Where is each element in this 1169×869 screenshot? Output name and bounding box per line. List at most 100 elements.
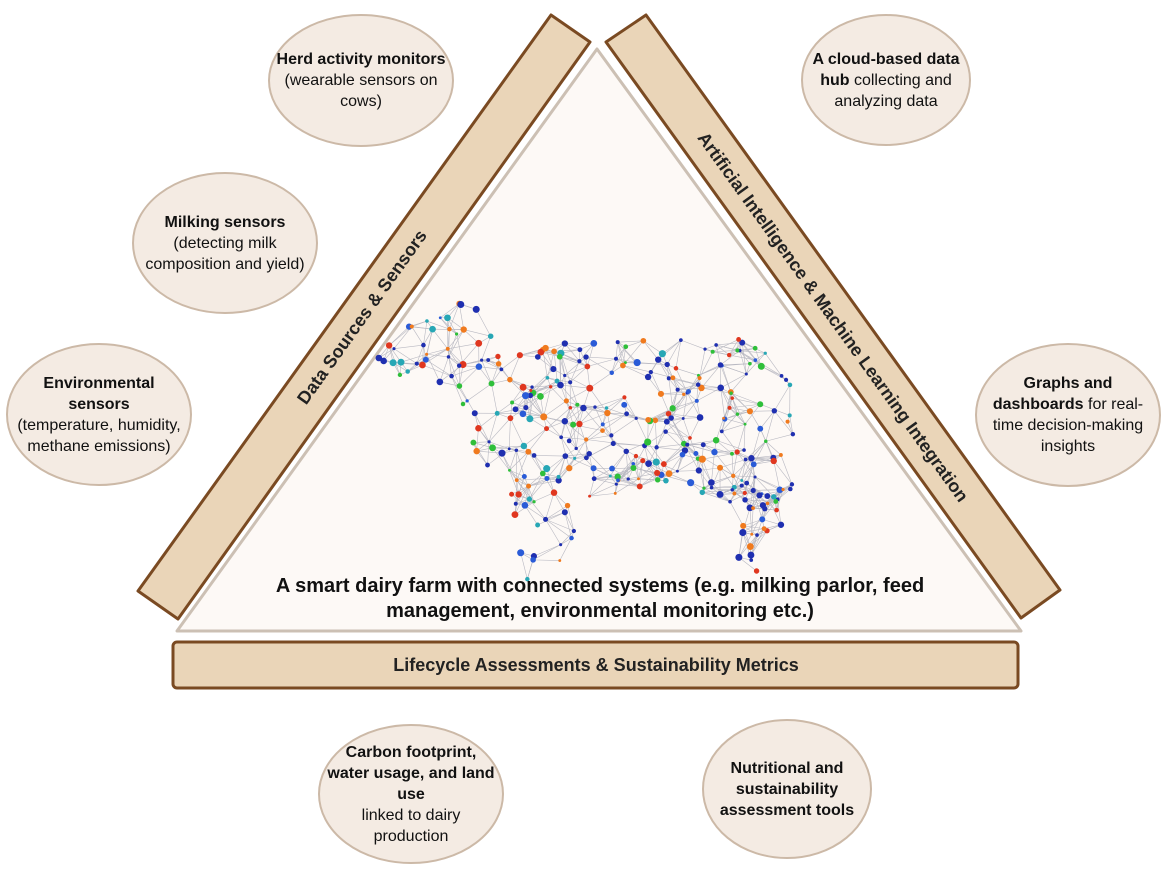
network-edge: [656, 431, 666, 448]
network-edge: [617, 463, 634, 477]
network-edge: [400, 353, 427, 363]
network-edge: [543, 416, 574, 425]
network-edge: [448, 333, 457, 358]
network-node: [735, 553, 743, 561]
network-edge: [393, 344, 424, 349]
network-node: [526, 483, 532, 489]
network-node: [556, 474, 561, 479]
network-node: [731, 473, 736, 478]
network-edge: [542, 473, 555, 493]
network-node: [765, 501, 770, 506]
network-node: [750, 461, 757, 468]
network-node: [486, 358, 491, 362]
network-edge: [754, 476, 774, 498]
network-node: [750, 487, 756, 494]
network-edge: [687, 392, 697, 402]
network-edge: [529, 478, 548, 500]
network-node: [739, 339, 746, 346]
network-edge: [393, 326, 412, 349]
network-edge: [657, 359, 670, 379]
network-node: [604, 406, 609, 410]
network-node: [654, 469, 661, 477]
cow-network-nodes: [375, 300, 796, 582]
network-edge: [729, 354, 756, 361]
network-node: [544, 426, 550, 432]
network-node: [616, 478, 620, 483]
network-edge: [516, 478, 547, 481]
network-edge: [759, 488, 791, 496]
network-edge: [587, 343, 595, 367]
network-edge: [650, 371, 662, 395]
network-edge: [715, 440, 733, 455]
network-node: [460, 326, 467, 333]
network-node: [789, 482, 795, 487]
network-node: [673, 366, 679, 371]
network-edge: [575, 423, 580, 449]
network-node: [454, 332, 459, 336]
network-edge: [564, 404, 578, 422]
network-node: [668, 415, 674, 421]
network-node: [568, 380, 573, 385]
network-edge: [635, 456, 639, 479]
network-edge: [617, 460, 643, 481]
network-edge: [776, 489, 784, 511]
network-node: [532, 500, 536, 504]
network-node: [736, 337, 742, 342]
network-edge: [668, 473, 691, 483]
network-edge: [440, 317, 457, 335]
network-edge: [647, 441, 665, 465]
network-edge: [440, 303, 460, 318]
network-edge: [666, 339, 682, 365]
network-edge: [647, 376, 662, 395]
network-node: [686, 389, 691, 394]
bubble-nutritional-tools: Nutritional and sustainability assessmen…: [702, 719, 872, 859]
network-edge: [656, 443, 685, 448]
network-edge: [560, 353, 588, 367]
network-node: [495, 353, 501, 360]
network-edge: [583, 407, 608, 414]
network-node: [735, 412, 740, 416]
network-edge: [561, 436, 587, 440]
network-edge: [731, 398, 738, 415]
network-edge: [411, 326, 433, 330]
network-node: [744, 480, 750, 486]
network-edge: [612, 467, 634, 469]
network-node: [777, 521, 785, 528]
network-node: [392, 347, 396, 351]
network-edge: [711, 485, 742, 488]
network-edge: [564, 375, 590, 389]
network-edge: [585, 356, 591, 389]
network-edge: [448, 356, 460, 387]
network-edge: [715, 344, 721, 365]
network-edge: [721, 431, 738, 453]
network-edge: [639, 472, 658, 487]
network-node: [436, 378, 444, 386]
network-node: [475, 363, 483, 370]
network-node: [680, 440, 687, 447]
network-edge: [750, 530, 768, 547]
network-node: [623, 448, 630, 455]
network-edge: [611, 468, 629, 480]
network-node: [540, 413, 548, 421]
network-node: [664, 361, 670, 368]
network-node: [498, 449, 506, 457]
network-node: [600, 422, 605, 427]
network-edge: [559, 356, 566, 376]
network-edge: [730, 392, 761, 405]
network-edge: [702, 453, 733, 460]
network-edge: [762, 519, 782, 526]
network-edge: [655, 420, 657, 448]
network-node: [703, 347, 707, 351]
cloud-rest: collecting and analyzing data: [834, 71, 952, 110]
network-node: [785, 419, 790, 424]
network-node: [507, 468, 511, 472]
network-edge: [491, 383, 498, 414]
network-edge: [524, 505, 538, 526]
network-node: [712, 436, 720, 444]
network-edge: [701, 387, 732, 394]
network-edge: [741, 342, 762, 367]
network-edge: [515, 485, 529, 504]
network-node: [561, 509, 568, 516]
network-edge: [533, 455, 544, 474]
network-edge: [432, 328, 448, 350]
